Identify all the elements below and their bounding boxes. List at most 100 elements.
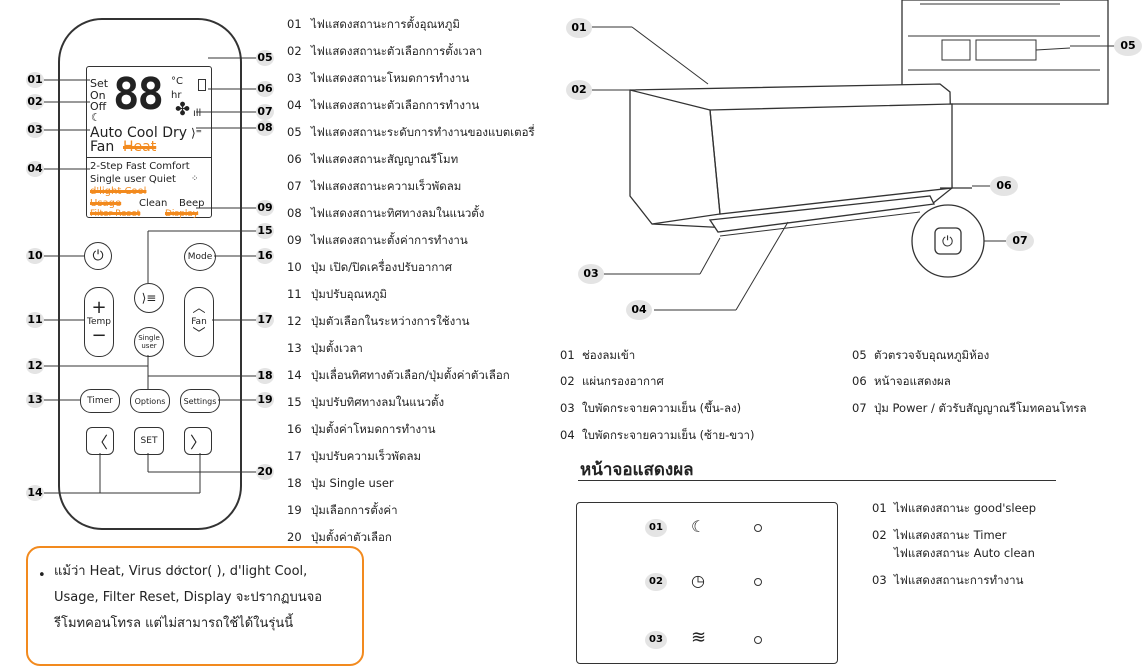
operation-icon: ≋ <box>691 627 707 648</box>
power-button[interactable]: ⏻ <box>84 242 112 270</box>
unit-callout-02: 02 <box>566 80 592 100</box>
note-line1: แม้ว่า Heat, Virus doctor( ), d'light Co… <box>54 564 308 579</box>
indicator-light <box>754 636 762 644</box>
power-icon: ⏻ <box>92 248 104 264</box>
note-line2: Usage, Filter Reset, Display จะปรากฏบนจอ <box>54 590 323 605</box>
callout-06: 06 <box>256 81 274 97</box>
unit-callout-06: 06 <box>990 176 1018 196</box>
note-line3: รีโมทคอนโทรล แต่ไม่สามารถใช้ได้ในรุ่นนี้ <box>54 616 294 631</box>
swing-button[interactable]: ⟩≡ <box>134 283 164 313</box>
indicator-light <box>754 578 762 586</box>
note-box: • แม้ว่า Heat, Virus doctor( ), d'light … <box>26 546 364 666</box>
right-button[interactable]: 〉 <box>184 427 212 455</box>
lcd-option-display: Display <box>165 209 199 219</box>
unit-callout-07: 07 <box>1006 231 1034 251</box>
fan-label: Fan <box>191 317 207 327</box>
left-button[interactable]: 〈 <box>86 427 114 455</box>
remote-callout-lines <box>42 57 258 494</box>
lcd-mode-heat: Heat <box>123 139 157 155</box>
minus-icon: − <box>91 325 107 346</box>
timer-button[interactable]: Timer <box>80 389 120 413</box>
callout-10: 10 <box>26 248 44 264</box>
unit-callout-05: 05 <box>1114 36 1142 56</box>
lcd-mode-line1: Auto Cool Dry <box>90 125 188 141</box>
lcd-set-label: Set <box>90 77 109 90</box>
lcd-option-line1: 2-Step Fast Comfort <box>90 161 190 172</box>
power-icon: ⏻ <box>942 234 953 250</box>
set-button[interactable]: SET <box>134 427 164 455</box>
callout-11: 11 <box>26 312 44 328</box>
callout-15: 15 <box>256 223 274 239</box>
callout-08: 08 <box>256 120 274 136</box>
callout-03: 03 <box>26 122 44 138</box>
lcd-digits: 88 <box>113 69 164 120</box>
lcd-option-beep: Beep <box>179 198 205 209</box>
legend-item: ไฟแสดงสถานะ Auto clean <box>894 546 1035 560</box>
callout-09: 09 <box>256 200 274 216</box>
temp-label: Temp <box>87 317 111 327</box>
lcd-hour-unit: hr <box>171 90 182 101</box>
lcd-option-line3: d'light Cool <box>90 186 147 197</box>
callout-14: 14 <box>26 485 44 501</box>
single-user-button[interactable]: Single user <box>134 327 164 357</box>
display-title-underline <box>578 480 1056 481</box>
temp-button[interactable]: + Temp − <box>84 287 114 357</box>
lcd-celsius-unit: °C <box>171 76 183 87</box>
lcd-fan-speed-icon: ✤ <box>175 99 191 120</box>
swing-icon: ⟩≡ <box>141 291 157 305</box>
timer-icon: ◷ <box>691 571 705 590</box>
display-badge-02: 02 <box>645 573 667 591</box>
callout-05: 05 <box>256 50 274 66</box>
bullet: • <box>38 568 46 583</box>
display-section-title: หน้าจอแสดงผล <box>580 460 694 480</box>
goodsleep-icon: ☾ <box>691 517 706 536</box>
plus-icon: + <box>91 297 107 318</box>
callout-16: 16 <box>256 248 274 264</box>
lcd-sleep-icon: ☾ <box>91 111 101 124</box>
lcd-option-line2: Single user Quiet <box>90 174 176 185</box>
callout-20: 20 <box>256 464 274 480</box>
mode-button[interactable]: Mode <box>184 243 216 271</box>
callout-18: 18 <box>256 368 274 384</box>
indoor-unit-diagram: ⏻ <box>592 0 1122 311</box>
chevron-up-icon: ︿ <box>192 301 206 316</box>
callout-01: 01 <box>26 72 44 88</box>
callout-07: 07 <box>256 104 274 120</box>
settings-button[interactable]: Settings <box>180 389 220 413</box>
callout-17: 17 <box>256 312 274 328</box>
unit-callout-01: 01 <box>566 18 592 38</box>
callout-04: 04 <box>26 161 44 177</box>
options-button[interactable]: Options <box>130 389 170 413</box>
lcd-virus-icon: ⁘ <box>191 174 199 184</box>
lcd-off-label: Off <box>90 100 107 113</box>
callout-13: 13 <box>26 392 44 408</box>
lcd-battery-icon <box>198 79 206 91</box>
fan-button[interactable]: ︿ Fan ﹀ <box>184 287 214 357</box>
indicator-light <box>754 524 762 532</box>
